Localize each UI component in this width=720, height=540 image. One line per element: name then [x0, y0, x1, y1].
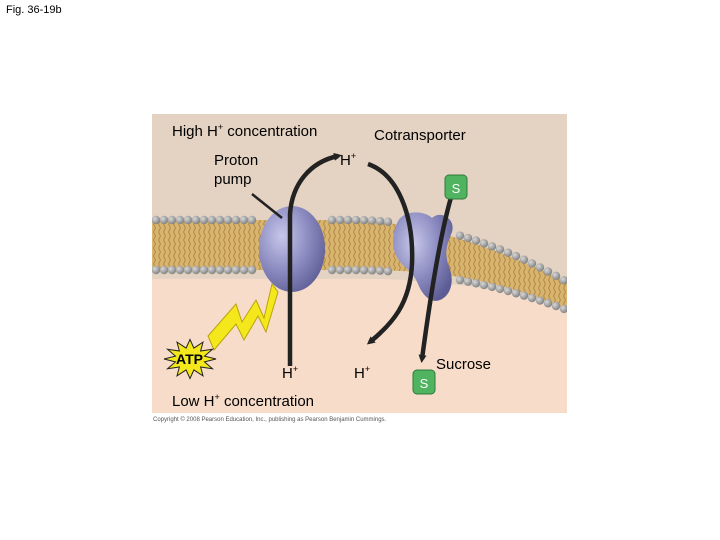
phospholipid-head — [167, 215, 177, 225]
sucrose-badge-inside — [412, 369, 436, 395]
phospholipid-head — [231, 215, 241, 225]
proton-pump-label: Proton — [214, 152, 258, 169]
phospholipid-head — [551, 271, 561, 281]
phospholipid-head — [152, 265, 161, 275]
phospholipid-head — [327, 265, 337, 275]
phospholipid-head — [503, 286, 513, 296]
sucrose-badge-outside — [444, 174, 468, 200]
phospholipid-head — [535, 296, 545, 305]
phospholipid-head — [543, 299, 553, 308]
phospholipid-head — [159, 265, 169, 275]
pump-arrow — [287, 152, 342, 366]
phospholipid-head — [527, 259, 537, 268]
phospholipid-head — [175, 265, 185, 275]
proton-pump-pointer — [251, 193, 283, 219]
h-ion-inside-label-1: H+ — [282, 364, 298, 382]
figure-label: Fig. 36-19b — [6, 4, 62, 16]
membrane-heads-top — [152, 215, 567, 285]
phospholipid-head — [231, 265, 241, 275]
phospholipid-head — [511, 289, 521, 298]
phospholipid-head — [455, 275, 465, 285]
h-ion-inside-label-2: H+ — [354, 364, 370, 382]
phospholipid-head — [247, 215, 257, 225]
phospholipid-head — [351, 265, 361, 275]
phospholipid-head — [247, 265, 257, 275]
low-concentration-label: Low H+ concentration — [172, 392, 314, 410]
phospholipid-head — [327, 215, 337, 225]
phospholipid-head — [519, 255, 529, 264]
phospholipid-head — [215, 215, 225, 225]
phospholipid-head — [463, 277, 473, 286]
phospholipid-head — [383, 266, 393, 276]
phospholipid-head — [335, 215, 345, 225]
phospholipid-head — [495, 284, 505, 294]
membrane-heads-bottom — [152, 265, 567, 314]
sucrose-badge-outside-label: S — [452, 181, 461, 196]
atp-burst-icon — [163, 338, 217, 380]
proton-cotransport-diagram: S S High H+ concentration Cotransporter … — [152, 114, 567, 413]
phospholipid-head — [359, 215, 369, 225]
phospholipid-head — [551, 301, 561, 311]
phospholipid-head — [375, 266, 385, 275]
phospholipid-head — [239, 265, 249, 275]
phospholipid-head — [471, 279, 481, 288]
phospholipid-head — [152, 215, 161, 225]
atp-label: ATP — [176, 351, 203, 367]
phospholipid-head — [479, 280, 489, 290]
phospholipid-head — [375, 216, 385, 226]
phospholipid-head — [199, 215, 209, 225]
phospholipid-head — [207, 265, 217, 275]
phospholipid-head — [359, 265, 369, 275]
cotransporter-protein — [393, 212, 453, 301]
phospholipid-head — [239, 215, 249, 225]
membrane-tails — [152, 220, 567, 310]
phospholipid-head — [487, 282, 497, 292]
phospholipid-head — [559, 304, 567, 314]
sucrose-arrow — [418, 193, 455, 363]
phospholipid-head — [335, 265, 345, 275]
phospholipid-head — [519, 291, 529, 300]
phospholipid-head — [479, 239, 489, 248]
phospholipid-head — [343, 265, 353, 275]
phospholipid-head — [215, 265, 225, 275]
phospholipid-head — [455, 231, 465, 240]
phospholipid-head — [343, 215, 353, 225]
high-concentration-label: High H+ concentration — [172, 122, 317, 140]
phospholipid-head — [471, 236, 481, 245]
phospholipid-head — [535, 263, 545, 272]
proton-pump-label-2: pump — [214, 171, 252, 188]
sucrose-badge-inside-label: S — [420, 376, 429, 391]
phospholipid-head — [183, 265, 193, 275]
phospholipid-head — [511, 251, 521, 261]
phospholipid-head — [159, 215, 169, 225]
phospholipid-head — [183, 215, 193, 225]
phospholipid-head — [223, 265, 233, 275]
phospholipid-head — [223, 215, 233, 225]
phospholipid-head — [495, 245, 505, 254]
sucrose-label: Sucrose — [436, 356, 491, 373]
phospholipid-head — [175, 215, 185, 225]
phospholipid-head — [367, 266, 377, 275]
phospholipid-head — [543, 267, 553, 276]
phospholipid-head — [207, 215, 217, 225]
phospholipid-head — [351, 215, 361, 225]
lightning-bolt-icon — [207, 282, 279, 351]
copyright-notice: Copyright © 2008 Pearson Education, Inc.… — [153, 417, 387, 423]
phospholipid-head — [167, 265, 177, 275]
phospholipid-head — [367, 216, 377, 225]
phospholipid-head — [503, 248, 513, 257]
phospholipid-head — [383, 217, 393, 226]
phospholipid-head — [527, 293, 537, 303]
phospholipid-head — [559, 276, 567, 285]
phospholipid-head — [191, 265, 201, 275]
phospholipid-head — [487, 242, 497, 251]
h-ion-outside-label: H+ — [340, 151, 356, 169]
cotransporter-label: Cotransporter — [374, 127, 466, 144]
phospholipid-head — [191, 215, 201, 225]
phospholipid-head — [463, 233, 473, 243]
phospholipid-head — [199, 265, 209, 275]
h-return-arrow — [366, 161, 415, 345]
